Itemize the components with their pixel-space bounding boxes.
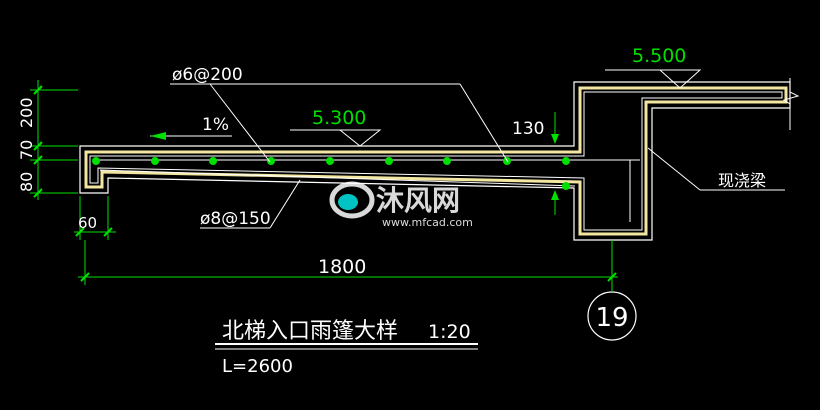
dim-80-label: 80 <box>17 172 36 192</box>
rebar-dot <box>385 157 393 165</box>
elevation-canopy-marker <box>338 129 382 147</box>
slope-arrow-head <box>150 132 166 140</box>
dim-60-label: 60 <box>78 214 97 232</box>
rebar-dots <box>92 157 570 190</box>
watermark-url: www.mfcad.com <box>382 216 473 229</box>
detail-number: 19 <box>595 303 628 333</box>
elevation-beam-label: 5.500 <box>632 45 686 67</box>
rebar-dot <box>443 157 451 165</box>
canopy-section-innermost <box>89 91 783 231</box>
rebar-dot <box>209 157 217 165</box>
dim-70-label: 70 <box>17 140 36 160</box>
rebar-dot <box>267 157 275 165</box>
leader-beam <box>647 147 701 191</box>
bottom-rebar-line <box>99 169 576 187</box>
rebar-dot <box>326 157 334 165</box>
dim-vertical-ticks <box>33 85 43 198</box>
drawing-scale: 1:20 <box>428 321 471 343</box>
rebar-dot <box>562 182 570 190</box>
dim-1800-label: 1800 <box>318 256 366 278</box>
depth-130-label: 130 <box>512 119 544 139</box>
canopy-section-inner <box>84 86 788 236</box>
length-note: L=2600 <box>222 356 293 377</box>
rebar-dot <box>92 157 100 165</box>
watermark-brand: 沐风网 <box>376 184 460 217</box>
rebar-dot <box>151 157 159 165</box>
dim-200-label: 200 <box>17 97 36 128</box>
drawing-title: 北梯入口雨篷大样 <box>222 319 398 344</box>
break-line <box>782 78 800 115</box>
elevation-canopy-label: 5.300 <box>312 107 366 129</box>
dim-130-arrow-bottom <box>551 190 559 200</box>
canopy-section-outline <box>79 81 791 241</box>
dim-130-arrow-top <box>551 134 559 144</box>
leader-top-rebar-diag <box>209 83 271 163</box>
top-rebar-label: ø6@200 <box>172 65 243 85</box>
dim-1800-ticks <box>80 272 617 282</box>
rebar-dot <box>562 157 570 165</box>
leader-bottom-rebar-diag <box>269 179 301 229</box>
watermark-logo <box>329 181 375 219</box>
slope-label: 1% <box>202 115 229 135</box>
dim-60-ticks <box>75 227 113 237</box>
elevation-beam-marker <box>658 69 702 89</box>
beam-label: 现浇梁 <box>718 171 766 190</box>
bottom-rebar-label: ø8@150 <box>200 209 271 229</box>
leader-top-rebar-diag2 <box>459 83 509 163</box>
